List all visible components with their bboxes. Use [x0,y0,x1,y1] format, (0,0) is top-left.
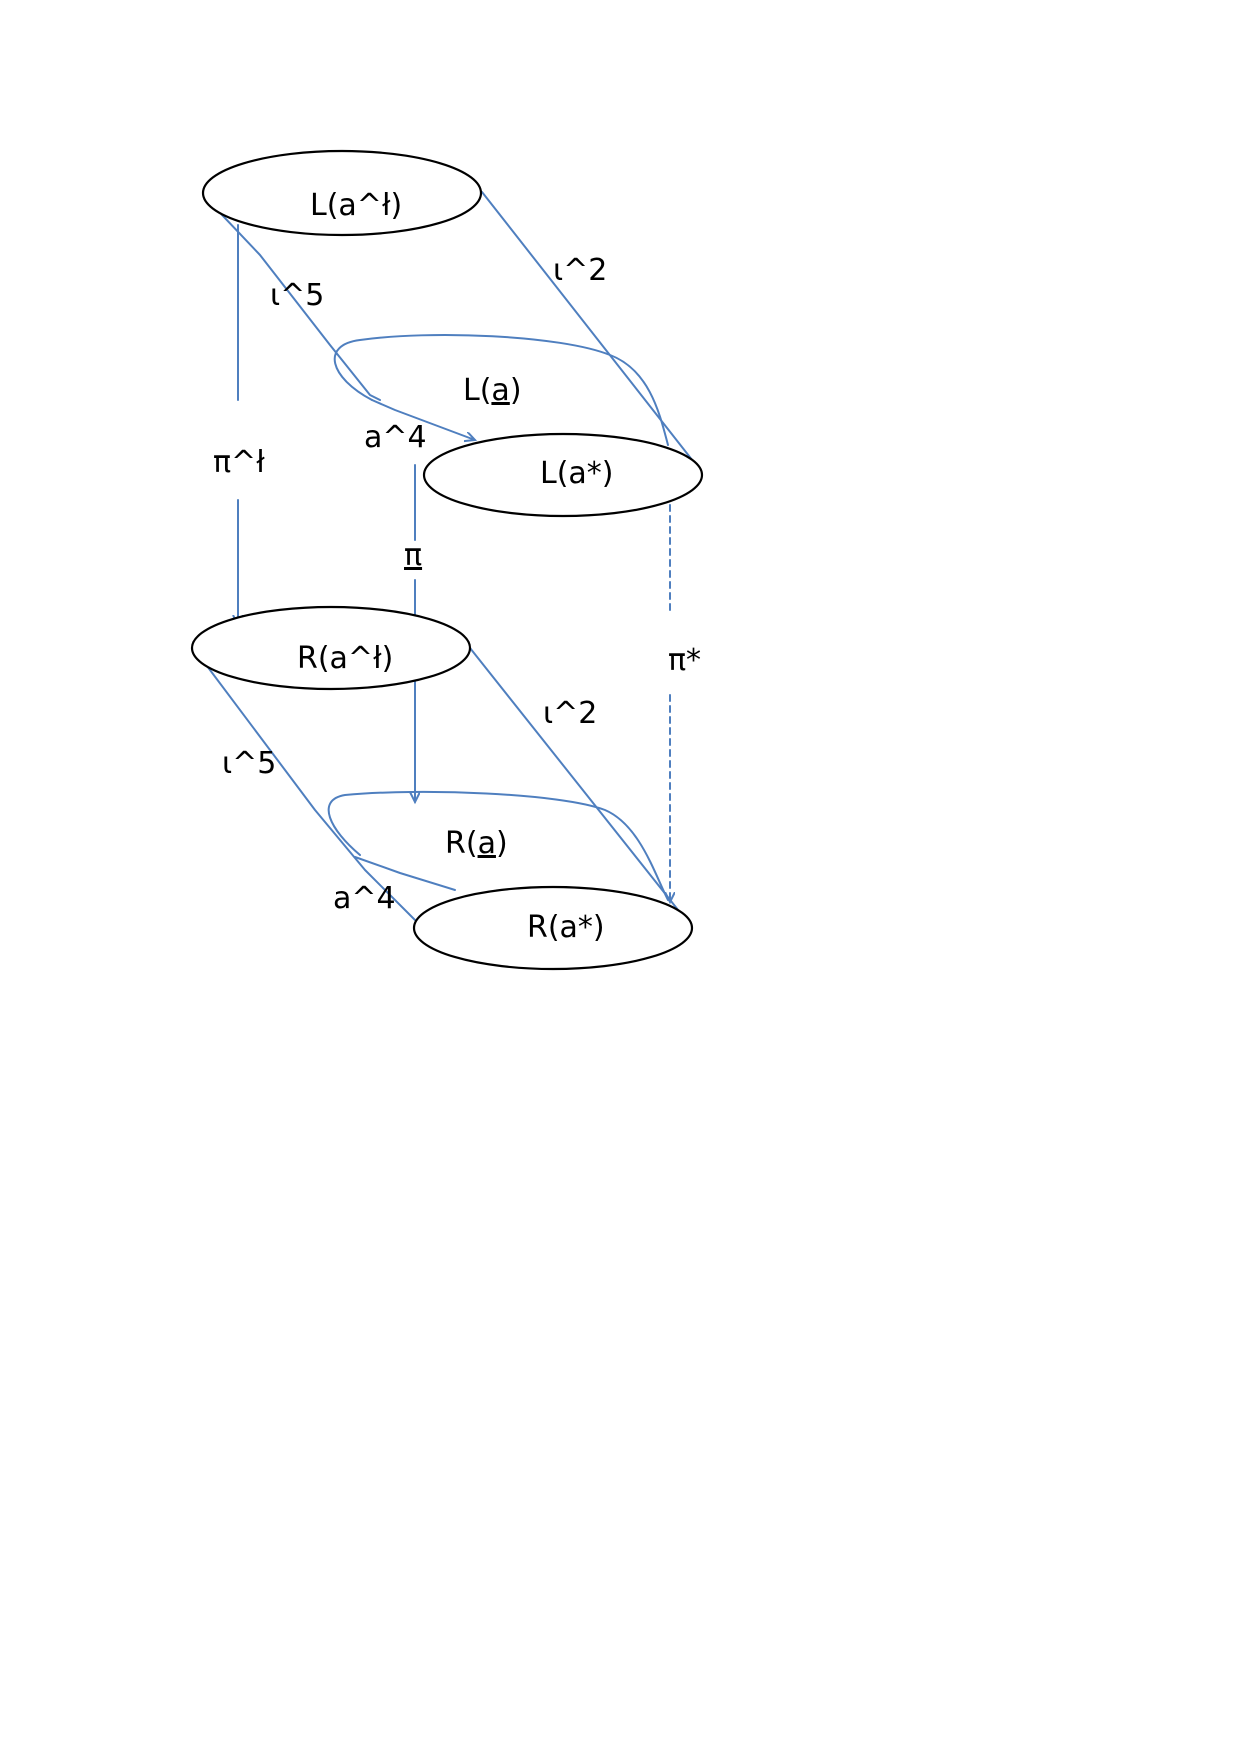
label-pi-underline: π [404,538,422,573]
label-iota2-bottom: ι^2 [543,696,597,731]
a4-bottom-line [354,856,456,891]
iota2-top-line [481,191,701,471]
label-iota5-top: ι^5 [270,278,324,313]
node-R-a-star-ellipse [412,885,694,971]
iota2-bottom-line [469,647,691,926]
node-L-a-star-ellipse [422,432,704,518]
node-R-a-underline-label: R(a) [445,826,508,861]
R-a-underline-shape [327,790,669,901]
iota5-top-line [204,196,381,401]
node-R-a-star-label: R(a*) [527,910,605,945]
label-a4-top: a^4 [364,420,427,455]
node-L-a-dagger-ellipse [201,149,483,237]
node-L-a-underline-label: L(a) [463,373,522,408]
node-R-a-dagger-ellipse [190,605,472,691]
label-iota2-top: ι^2 [553,253,607,288]
iota5-bottom-line [194,649,416,921]
a4-top-arrow [371,399,475,440]
node-R-a-dagger-label: R(a^ł) [297,641,393,676]
L-a-underline-shape [333,334,669,446]
label-a4-bottom: a^4 [333,881,396,916]
node-L-a-star-label: L(a*) [540,456,614,491]
label-pi-dagger: π^ł [213,445,265,480]
label-pi-star: π* [668,643,701,678]
label-iota5-bottom: ι^5 [222,746,276,781]
node-L-a-dagger-label: L(a^ł) [310,188,402,223]
